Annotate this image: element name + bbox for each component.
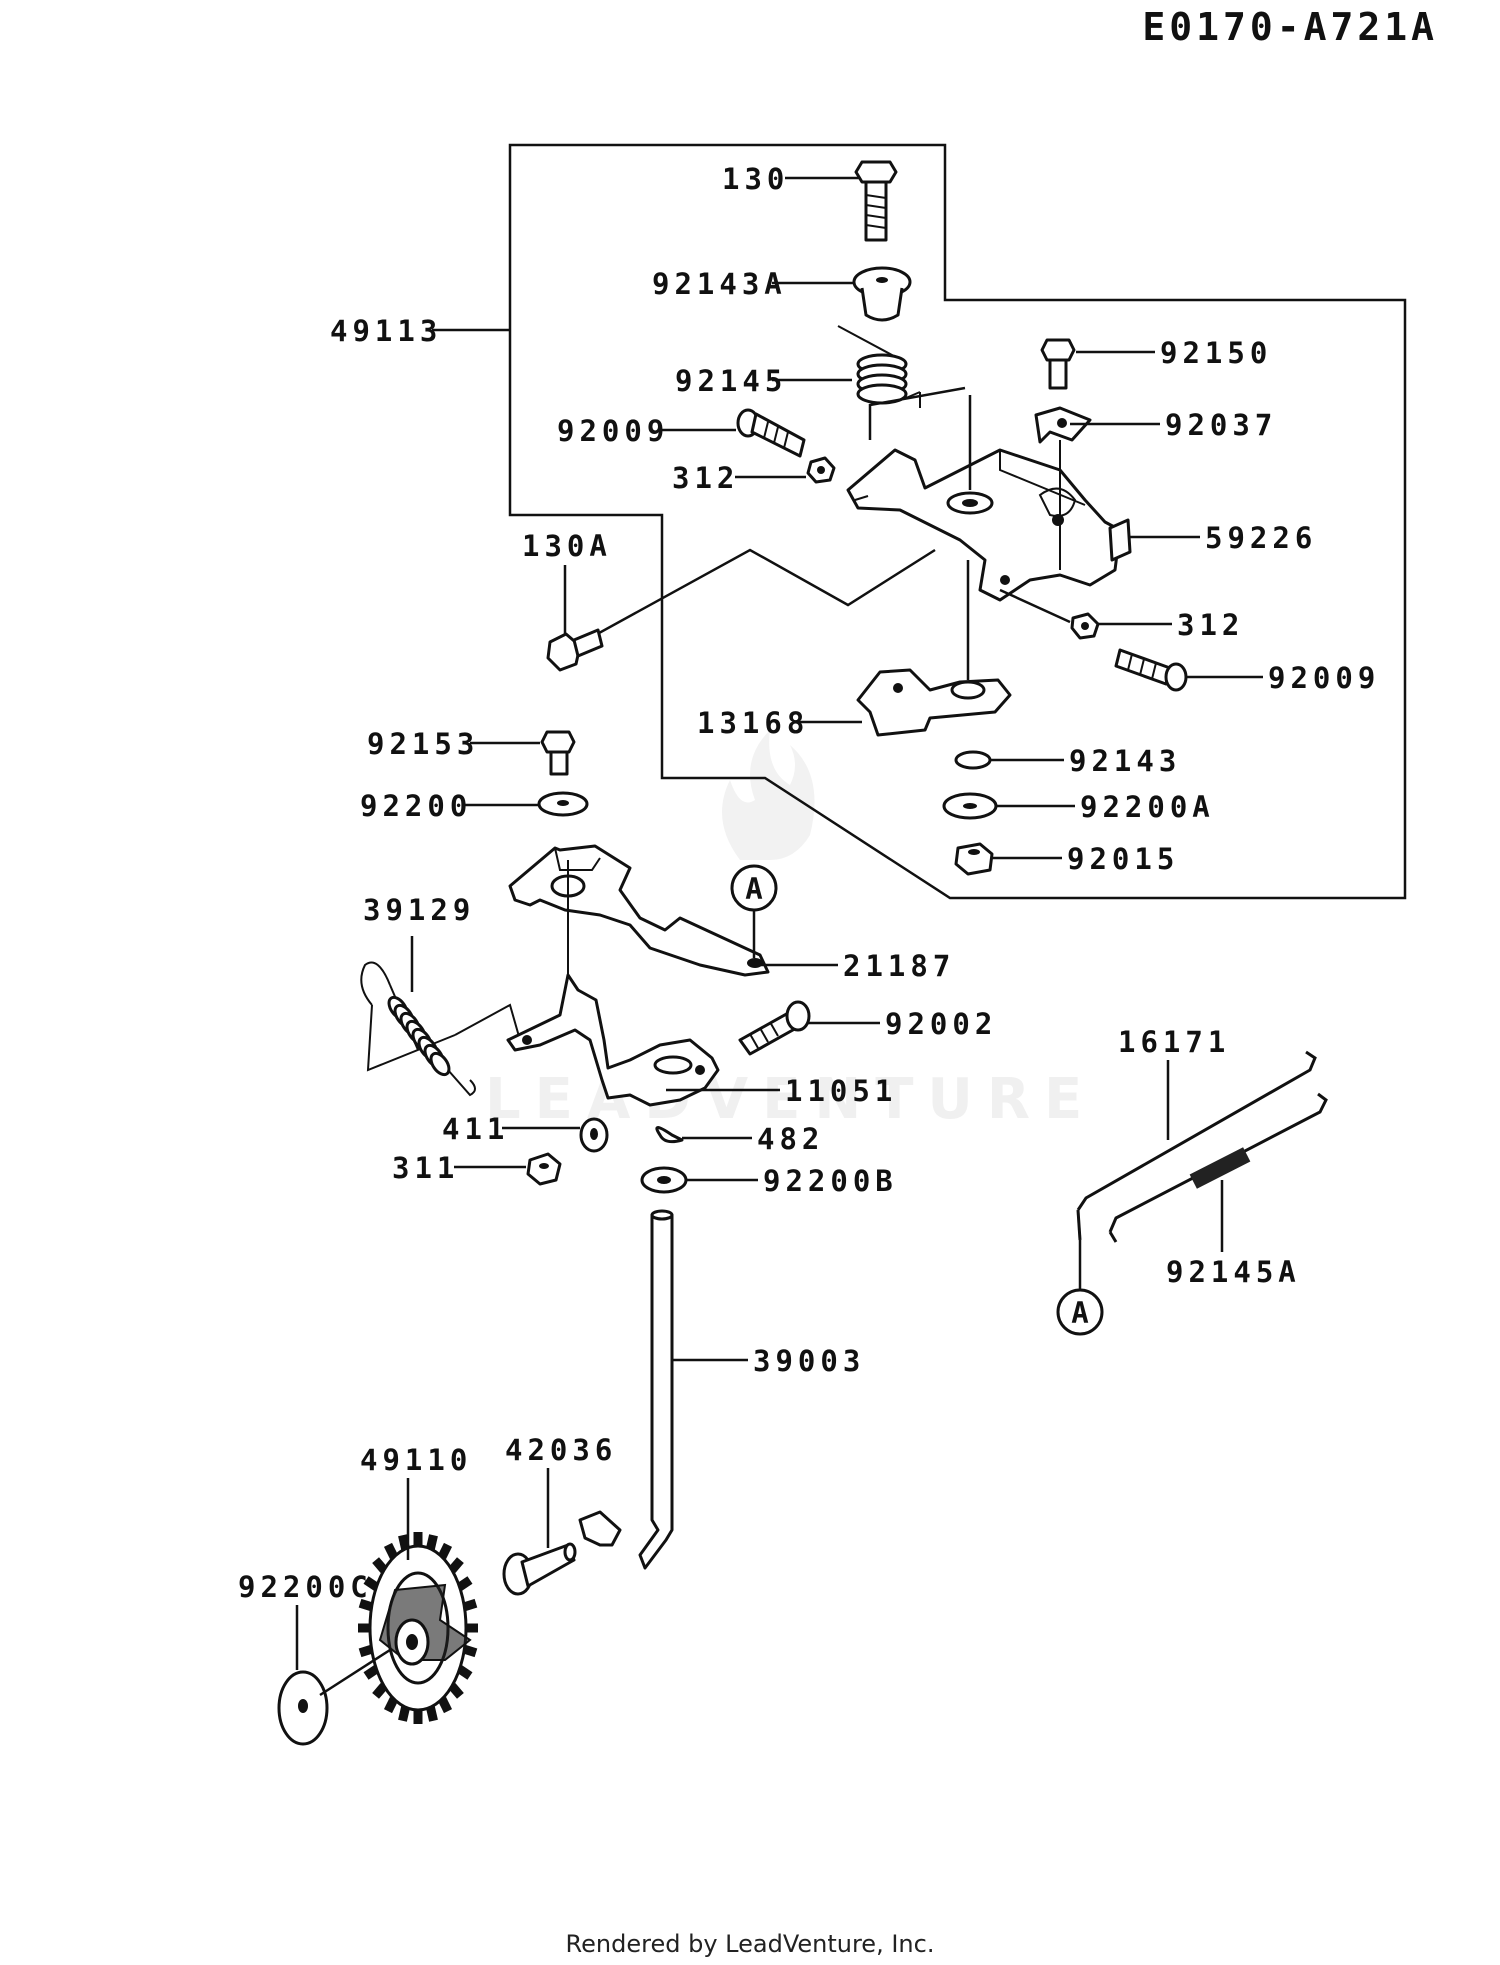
gear-tooth: [457, 1665, 473, 1680]
washer-92200B-icon: [640, 1166, 688, 1194]
lever-21187-icon: [508, 844, 770, 1030]
gear-tooth: [398, 1534, 410, 1550]
gear-tooth: [372, 1557, 388, 1573]
leadventure-watermark: LEADVENTURE: [485, 730, 1096, 1132]
nut-92015-icon: [954, 842, 994, 876]
bolt-92009-lower-icon: [1114, 648, 1188, 692]
label-92200: 92200: [360, 789, 472, 823]
washer-92200-icon: [537, 791, 589, 817]
gear-tooth: [457, 1576, 473, 1591]
nut-312-lower-icon: [1070, 612, 1100, 640]
gear-teeth: [358, 1532, 478, 1724]
label-92153: 92153: [367, 727, 479, 761]
gear-tooth: [448, 1557, 464, 1573]
label-312-upper: 312: [672, 461, 739, 495]
label-92200A: 92200A: [1080, 790, 1215, 824]
label-39003: 39003: [753, 1344, 865, 1378]
label-16171: 16171: [1118, 1025, 1230, 1059]
eclip-482-icon: [655, 1126, 684, 1144]
leader-312-lower-link: [999, 588, 1071, 624]
label-59226: 59226: [1205, 521, 1317, 555]
watermark-text: LEADVENTURE: [485, 1067, 1096, 1132]
plate-13168-icon: [856, 560, 1012, 737]
pin-42036-icon: [502, 1542, 577, 1596]
gear-tooth: [463, 1598, 478, 1612]
leader-92200C-link: [319, 1648, 391, 1697]
label-49113: 49113: [330, 314, 442, 348]
callout-a-lower: A: [1056, 1240, 1104, 1336]
gear-49110-icon: [358, 1532, 478, 1724]
gear-tooth: [437, 1697, 453, 1714]
label-411: 411: [442, 1112, 509, 1146]
label-130A: 130A: [522, 529, 612, 563]
leader-130A-link: [589, 548, 936, 640]
nut-312-upper-icon: [806, 456, 836, 484]
label-21187: 21187: [843, 949, 955, 983]
label-92009-lower: 92009: [1268, 661, 1380, 695]
label-130: 130: [722, 162, 789, 196]
callout-a-upper: A: [730, 864, 778, 958]
washer-411-icon: [579, 1117, 609, 1153]
label-13168: 13168: [697, 706, 809, 740]
bolt-92150-icon: [1040, 338, 1076, 390]
assembly-49113-outline: [508, 143, 1407, 900]
collar-92143A-icon: [852, 266, 912, 322]
label-42036: 42036: [505, 1433, 617, 1467]
label-49110: 49110: [360, 1443, 472, 1477]
gear-tooth: [383, 1697, 399, 1714]
bolt-92009-upper-icon: [736, 408, 806, 458]
washer-92143-icon: [954, 750, 992, 770]
gear-tooth: [358, 1598, 373, 1612]
label-11051: 11051: [785, 1074, 897, 1108]
gear-tooth: [363, 1665, 379, 1680]
bolt-130A-icon: [546, 628, 604, 672]
label-92143: 92143: [1069, 744, 1181, 778]
gear-tooth: [448, 1683, 464, 1699]
clamp-92037-icon: [1034, 406, 1092, 444]
gear-tooth: [398, 1706, 410, 1722]
shaft-39003-icon: [578, 1209, 674, 1570]
bolt-92002-icon: [738, 1000, 811, 1056]
spring-leg-line: [868, 386, 966, 440]
label-92145: 92145: [675, 364, 787, 398]
label-92200C: 92200C: [238, 1570, 373, 1604]
gear-tooth: [463, 1644, 478, 1658]
label-482: 482: [757, 1122, 824, 1156]
bolt-130-icon: [854, 160, 898, 242]
label-92009-upper: 92009: [557, 414, 669, 448]
label-92015: 92015: [1067, 842, 1179, 876]
label-311: 311: [392, 1151, 459, 1185]
spring-39129-icon: [360, 961, 521, 1097]
rod-16171-icon: [1076, 1050, 1317, 1241]
washer-92200C-icon: [277, 1670, 329, 1746]
gear-tooth: [426, 1534, 438, 1550]
gear-tooth: [426, 1706, 438, 1722]
label-92200B: 92200B: [763, 1164, 898, 1198]
callout-a-lower-letter: A: [1071, 1296, 1088, 1330]
nut-311-icon: [526, 1152, 562, 1186]
label-92002: 92002: [885, 1007, 997, 1041]
gear-tooth: [383, 1542, 399, 1559]
gear-tooth: [358, 1644, 373, 1658]
diagram-code: E0170-A721A: [1142, 5, 1438, 49]
label-312-lower: 312: [1177, 608, 1244, 642]
label-39129: 39129: [363, 893, 475, 927]
arm-11051-icon: [506, 973, 720, 1107]
callout-a-upper-letter: A: [745, 872, 762, 906]
label-92143A: 92143A: [652, 267, 787, 301]
label-92145A: 92145A: [1166, 1255, 1301, 1289]
gear-tooth: [437, 1542, 453, 1559]
bracket-59226-icon: [846, 440, 1132, 602]
label-92150: 92150: [1160, 336, 1272, 370]
footer-credit: Rendered by LeadVenture, Inc.: [566, 1930, 935, 1958]
spring-92145-icon: [837, 325, 921, 408]
washer-92200A-icon: [942, 792, 998, 820]
gear-tooth: [363, 1576, 379, 1591]
gear-tooth: [372, 1683, 388, 1699]
label-92037: 92037: [1165, 408, 1277, 442]
spring-92145A-icon: [1108, 1092, 1328, 1243]
bolt-92153-icon: [540, 730, 576, 776]
